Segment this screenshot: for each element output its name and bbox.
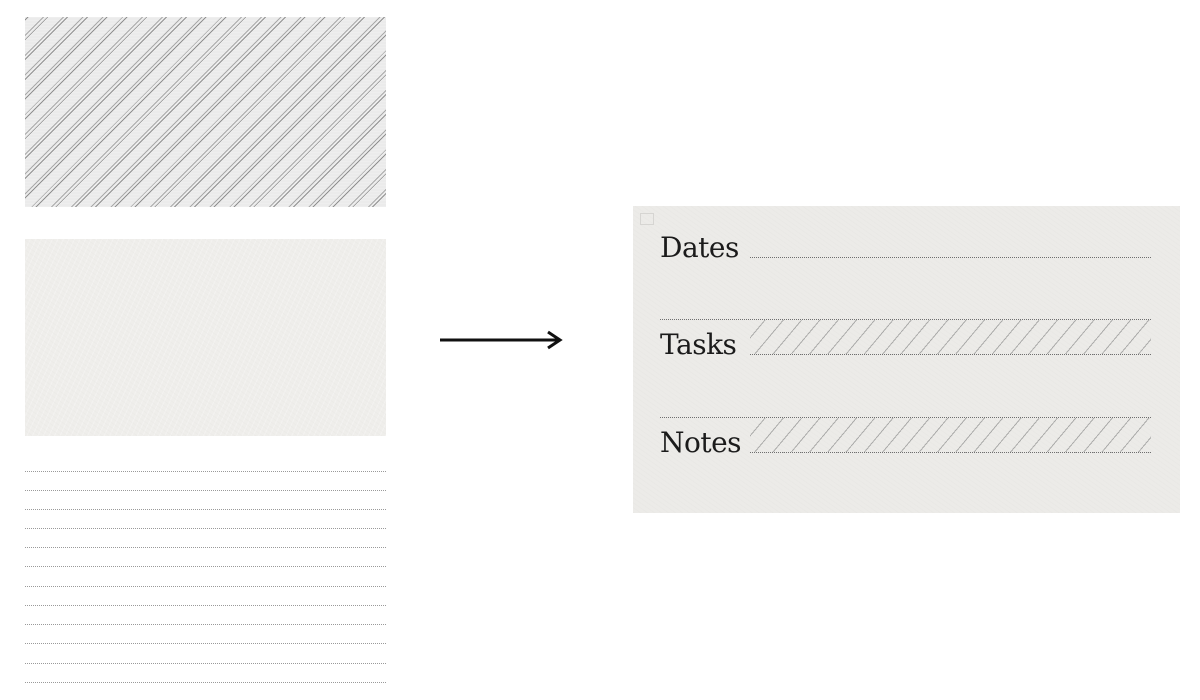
notes-row[interactable]: Notes xyxy=(660,417,1151,457)
ruled-line xyxy=(25,586,386,587)
right-arrow-icon xyxy=(440,330,563,350)
tasks-row[interactable]: Tasks xyxy=(660,319,1151,359)
notes-hatch-field[interactable] xyxy=(750,418,1151,453)
ruled-line xyxy=(25,643,386,644)
notes-top-rule xyxy=(660,417,1151,418)
ruled-line xyxy=(25,509,386,510)
corner-mark-icon xyxy=(640,213,654,225)
ruled-line xyxy=(25,490,386,491)
ruled-line xyxy=(25,682,386,683)
tasks-hatch-field[interactable] xyxy=(750,320,1151,355)
ruled-line xyxy=(25,528,386,529)
template-card: Dates Tasks Notes xyxy=(633,206,1180,513)
tasks-top-rule xyxy=(660,319,1151,320)
ruled-line xyxy=(25,471,386,472)
ruled-line xyxy=(25,566,386,567)
dates-line xyxy=(750,257,1151,258)
ruled-line xyxy=(25,663,386,664)
tasks-label: Tasks xyxy=(660,328,737,361)
paper-texture-swatch xyxy=(25,239,386,436)
ruled-line xyxy=(25,547,386,548)
ruled-line xyxy=(25,605,386,606)
hatched-texture-swatch xyxy=(25,17,386,207)
dates-label: Dates xyxy=(660,231,739,264)
ruled-line xyxy=(25,624,386,625)
dates-row: Dates xyxy=(660,222,1151,262)
ruled-lines-swatch xyxy=(25,468,386,690)
notes-label: Notes xyxy=(660,426,742,459)
